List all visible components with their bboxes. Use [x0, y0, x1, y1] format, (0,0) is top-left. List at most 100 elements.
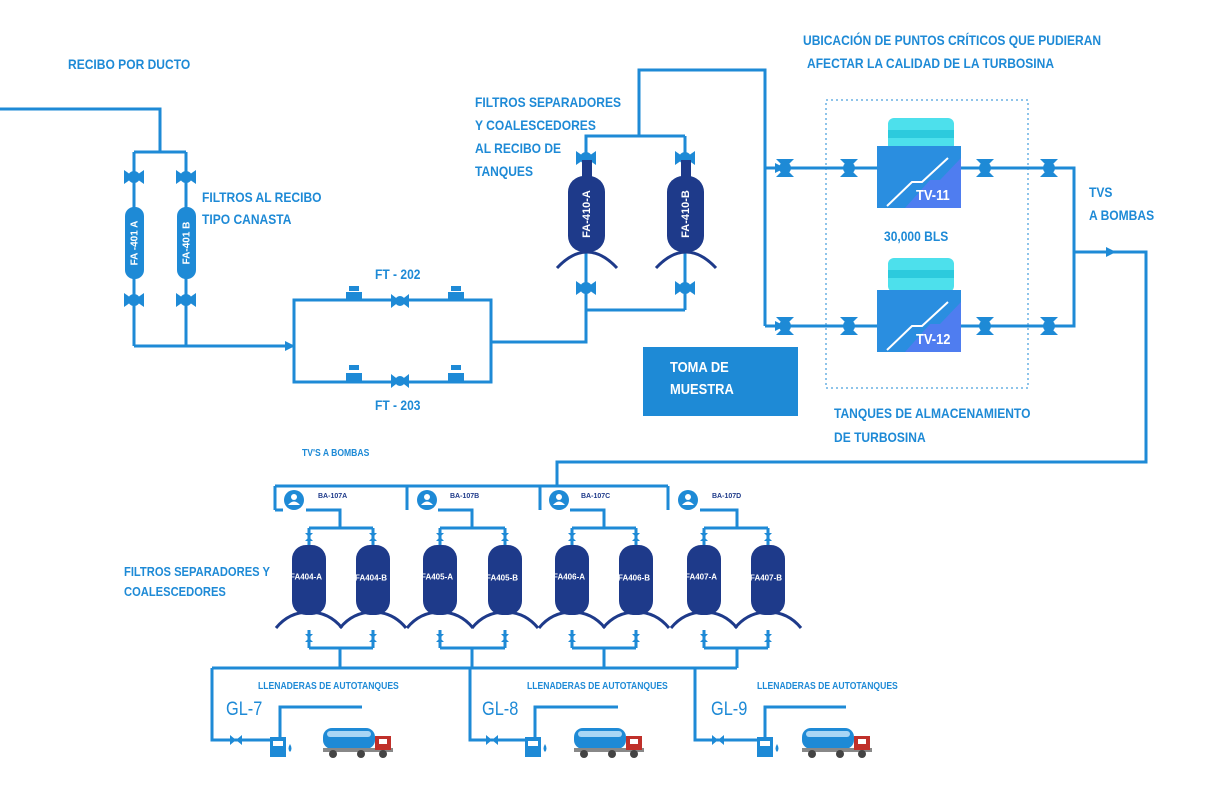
- storage-label-2: DE TURBOSINA: [834, 429, 926, 445]
- valve-icon: [712, 735, 724, 745]
- filter-fa405-b-tag: FA405-B: [485, 573, 519, 583]
- receipt-filter-a: [125, 207, 144, 279]
- valve-icon: [486, 735, 498, 745]
- loader-gl7-title: LLENADERAS DE AUTOTANQUES: [258, 681, 399, 692]
- capacity-label: 30,000 BLS: [884, 228, 949, 244]
- loader-gl9-title: LLENADERAS DE AUTOTANQUES: [757, 681, 898, 692]
- truck-window: [858, 739, 866, 744]
- critical-points-title-2: AFECTAR LA CALIDAD DE LA TURBOSINA: [807, 55, 1055, 71]
- filter-skirt: [669, 610, 739, 629]
- tank-tv-11-label: TV-11: [916, 187, 950, 204]
- valve-icon: [436, 634, 444, 642]
- bottom-filters: [274, 533, 803, 642]
- loader-gl8-title: LLENADERAS DE AUTOTANQUES: [527, 681, 668, 692]
- receipt-filter-b: [177, 207, 196, 279]
- receipt-filters-label-1: FILTROS AL RECIBO: [202, 189, 322, 205]
- valve-body-icon: [180, 294, 192, 306]
- filter-vessel: [292, 545, 326, 615]
- ft-202-strainers: [346, 286, 464, 301]
- filter-fa406-b-tag: FA406-B: [617, 573, 651, 583]
- separator-fa-410-a: [555, 160, 619, 270]
- fuel-dispenser-icon: [270, 737, 286, 757]
- tvs-label-2: A BOMBAS: [1089, 207, 1155, 223]
- filter-skirt: [338, 610, 408, 629]
- drop-icon: [288, 744, 292, 752]
- wheel-icon: [580, 750, 588, 758]
- pump-ba-107c-tag: BA-107C: [581, 493, 611, 500]
- separators-label-2: Y COALESCEDORES: [475, 117, 596, 133]
- receipt-filters-label-2: TIPO CANASTA: [202, 211, 292, 227]
- sample-point-label: TOMA DE MUESTRA: [670, 357, 734, 401]
- valve-body-icon: [679, 282, 691, 294]
- valve-icon: [369, 634, 377, 642]
- valve-icon: [436, 533, 444, 541]
- valve-icon: [632, 533, 640, 541]
- filter-vessel: [751, 545, 785, 615]
- valve-icon: [568, 533, 576, 541]
- valve-body-icon: [843, 162, 855, 174]
- filter-skirt: [274, 610, 344, 629]
- storage-label-1: TANQUES DE ALMACENAMIENTO: [834, 405, 1031, 421]
- tanker-highlight: [806, 731, 850, 737]
- separator-fa-410-b: [654, 160, 718, 270]
- dispenser-screen: [273, 741, 283, 746]
- valves: [124, 151, 1058, 388]
- inlet-label: RECIBO POR DUCTO: [68, 56, 191, 72]
- separator-b-tag: FA-410-B: [680, 190, 692, 238]
- sample-point-box: [643, 347, 798, 416]
- filter-vessel: [356, 545, 390, 615]
- fuel-dispenser-icon: [757, 737, 773, 757]
- filter-vessel: [423, 545, 457, 615]
- wheel-icon: [858, 750, 866, 758]
- valve-body-icon: [128, 171, 140, 183]
- loader-gl7-id: GL-7: [226, 699, 263, 720]
- valve-icon: [305, 634, 313, 642]
- bottom-filters-label-1: FILTROS SEPARADORES Y: [124, 564, 270, 579]
- flow-arrows: [775, 163, 785, 331]
- filter-fa407-a-tag: FA407-A: [684, 572, 718, 582]
- valve-icon: [305, 533, 313, 541]
- pump-ba-107a-tag: BA-107A: [318, 493, 348, 500]
- truck-window: [630, 739, 638, 744]
- valve-body-icon: [1043, 162, 1055, 174]
- wheel-icon: [836, 750, 844, 758]
- sample-label-line-1: TOMA DE: [670, 359, 729, 376]
- filter-skirt: [405, 610, 475, 629]
- filter-vessel: [555, 545, 589, 615]
- filter-fa404-b-tag: FA404-B: [354, 573, 388, 583]
- drop-icon: [775, 744, 779, 752]
- valve-icon: [501, 634, 509, 642]
- ft-202-label: FT - 202: [375, 266, 421, 282]
- tvs-label-1: TVS: [1089, 184, 1113, 200]
- tank-tv-12: [877, 258, 961, 352]
- receipt-filter-b-tag: FA-401 B: [181, 221, 193, 265]
- valve-icon: [700, 634, 708, 642]
- valve-icon: [764, 634, 772, 642]
- filter-skirt: [537, 610, 607, 629]
- valve-icon: [230, 735, 242, 745]
- tanker-highlight: [327, 731, 371, 737]
- lower-piping: [210, 484, 846, 742]
- truck-window: [379, 739, 387, 744]
- valve-body-icon: [979, 320, 991, 332]
- separators-label-1: FILTROS SEPARADORES: [475, 94, 622, 110]
- wheel-icon: [630, 750, 638, 758]
- receipt-filter-a-tag: FA -401 A: [129, 220, 141, 266]
- fuel-dispenser-icon: [525, 737, 541, 757]
- dispenser-screen: [528, 741, 538, 746]
- valve-body-icon: [843, 320, 855, 332]
- filter-fa406-a-tag: FA406-A: [552, 572, 586, 582]
- valve-body-icon: [395, 376, 405, 386]
- valve-icon: [369, 533, 377, 541]
- bottom-filters-label-2: COALESCEDORES: [124, 584, 226, 599]
- wheel-icon: [379, 750, 387, 758]
- separator-a-tag: FA-410-A: [581, 190, 593, 238]
- filter-skirt: [470, 610, 540, 629]
- filter-skirt: [733, 610, 803, 629]
- tvs-to-pumps-label: TV'S A BOMBAS: [302, 448, 370, 459]
- wheel-icon: [329, 750, 337, 758]
- filter-fa407-b-tag: FA407-B: [749, 573, 783, 583]
- valve-body-icon: [779, 320, 791, 332]
- ft-203-label: FT - 203: [375, 397, 421, 413]
